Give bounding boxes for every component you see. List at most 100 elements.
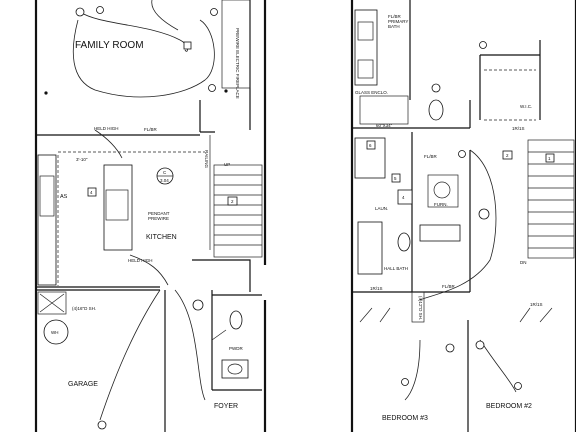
shelf-hall-note: (4)12"D SH.: [418, 296, 423, 320]
outlet-icon: [183, 41, 192, 50]
fl-br-kitchen: FL/BR: [144, 127, 158, 132]
ceiling-light-icon: [479, 41, 487, 49]
shelf-box: [411, 291, 425, 323]
bedroom3-label: BEDROOM #3: [382, 415, 428, 422]
shelf-cross: [39, 293, 65, 313]
sink-icon: [105, 189, 129, 221]
tub-icon: [357, 221, 383, 275]
ceiling-light-icon: [431, 83, 441, 93]
smoke-detector-icon: [478, 208, 490, 220]
glass-enclo-note: GLASS ENCLO.: [355, 90, 388, 95]
kitchen-label: KITCHEN: [146, 234, 177, 241]
toilet-icon: [428, 99, 444, 121]
stair-treads: [528, 151, 574, 249]
interior-wall: [352, 127, 470, 293]
ceiling-light-icon: [208, 84, 216, 92]
sink-icon: [357, 21, 374, 41]
toilet-icon: [397, 232, 411, 252]
laundry-units: [354, 137, 386, 179]
dim-3-10: 3'-10": [76, 157, 88, 162]
ceiling-light-icon: [96, 6, 104, 14]
sink-icon: [221, 359, 249, 379]
shower: [359, 95, 409, 125]
tag-2-right: 2: [506, 153, 509, 158]
tag-box: [227, 196, 238, 206]
tag-box: [502, 150, 513, 160]
kitchen-counter: [37, 154, 57, 286]
powder-room: PWDR: [211, 310, 249, 379]
shelf-garage-note: (4)16"D SH.: [72, 306, 96, 311]
left-floor-plan: PREWIRE ELECTRIC FIREPLACE FAMILY ROOM A…: [34, 0, 267, 432]
furnace-box: [427, 174, 459, 208]
right-stair: 1 DN: [520, 139, 575, 265]
callout-c: C: [163, 170, 167, 175]
ceiling-light-icon: [514, 382, 522, 390]
shelf-line: [484, 69, 536, 121]
switch-wire: [419, 149, 497, 301]
smoke-detector-icon: [192, 299, 204, 311]
outlet-icon: [224, 89, 228, 93]
toilet-icon: [229, 310, 243, 330]
tag-2-stair: 2: [231, 199, 234, 204]
vanity-counter: [354, 9, 378, 86]
switch-wire: [404, 339, 517, 401]
tag-4-laun: 4: [402, 195, 405, 200]
stair-box: [527, 139, 575, 259]
fl-br-hall: FL/BR: [442, 284, 456, 289]
furn-label: FURN.: [434, 202, 448, 207]
railing-note: RAILING: [204, 150, 209, 169]
tag-box: [391, 173, 401, 183]
ceiling-light-icon: [210, 8, 218, 16]
door-swing: [211, 329, 227, 341]
tag-4-kitchen: 4: [90, 190, 93, 195]
interior-wall: [192, 259, 251, 292]
tag-box: [87, 187, 97, 197]
pwdr-label: PWDR: [229, 346, 243, 351]
rs-3: 1R/1S: [530, 302, 543, 307]
tag-5: 5: [394, 176, 397, 181]
switch-wire: [79, 11, 188, 52]
shelf-box: [37, 291, 67, 315]
tag-box: [366, 140, 376, 150]
stair-treads: [214, 174, 262, 246]
wh-note: WH: [51, 330, 59, 335]
tag-box: [397, 189, 413, 205]
bedroom2-label: BEDROOM #2: [486, 403, 532, 410]
garage-label: GARAGE: [68, 381, 98, 388]
family-room-label: FAMILY ROOM: [75, 40, 144, 51]
dn-note: DN: [520, 260, 527, 265]
held-high-top: HELD HIGH: [94, 126, 119, 131]
smoke-detector-icon: [445, 343, 455, 353]
sink-icon: [357, 59, 374, 79]
switch-wire: [99, 289, 161, 421]
switch-wire: [174, 289, 206, 401]
sink-bowl: [227, 363, 243, 375]
wic-label: W.I.C.: [520, 104, 532, 109]
prewire-note: PREWIRE ELECTRIC FIREPLACE: [235, 28, 240, 99]
outlet-icon: [44, 91, 48, 95]
ceiling-light-icon: [97, 420, 107, 430]
rs-1: 1R/1S: [512, 126, 525, 131]
interior-wall: [409, 0, 471, 292]
fireplace-box: [221, 0, 251, 89]
kitchen-island: [103, 164, 133, 251]
tag-6: 6: [369, 143, 372, 148]
switch-wire: [151, 0, 179, 31]
cabinet-line: [57, 151, 205, 286]
callout-sheet: 3.04: [160, 178, 169, 183]
furnace-icon: [433, 181, 451, 199]
smoke-detector-icon: [475, 340, 485, 350]
foyer-label: FOYER: [214, 403, 238, 410]
left-stair: 2 UP RAILING: [204, 135, 263, 258]
tag-1-right: 1: [548, 156, 551, 161]
range: [39, 175, 55, 217]
shower-size-note: 60"X34": [376, 123, 393, 128]
closet-door-swings: [359, 307, 553, 323]
switch-wire: [72, 19, 215, 98]
up-note: UP: [224, 162, 230, 167]
as-note: AS: [60, 194, 68, 200]
